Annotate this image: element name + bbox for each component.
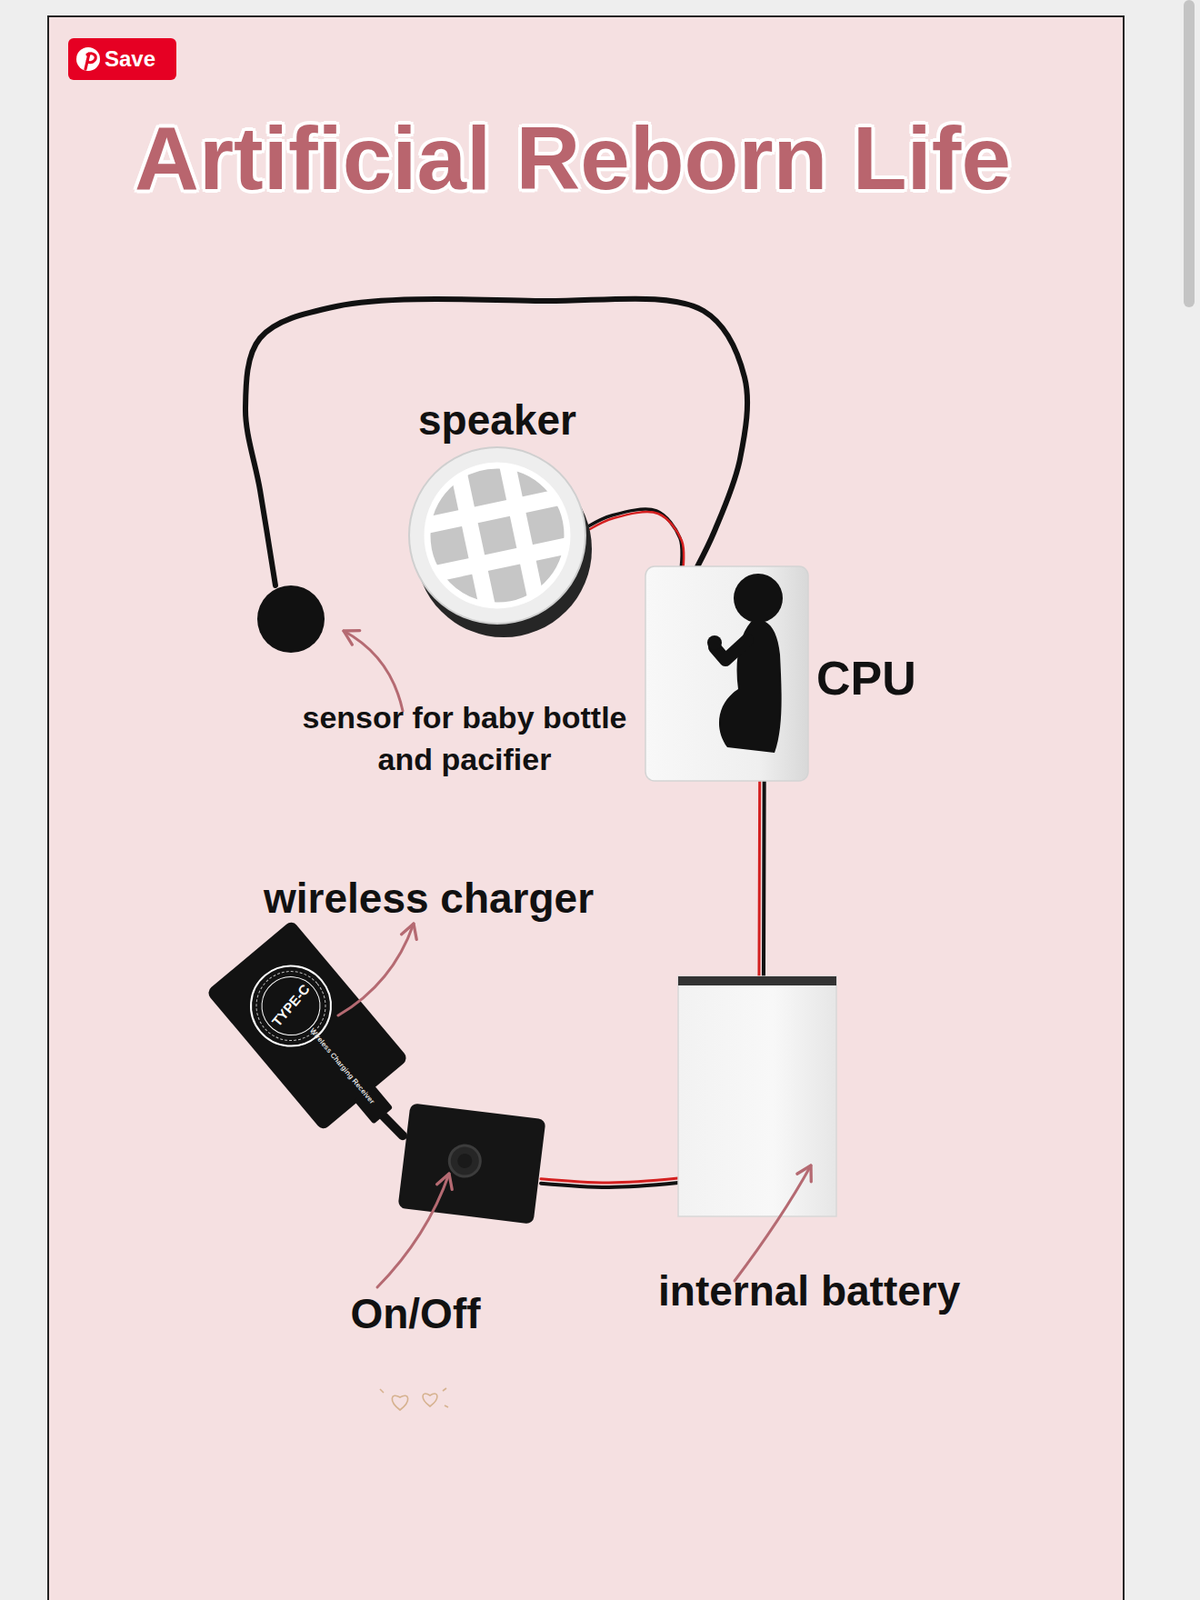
sensor-drawing	[257, 585, 325, 653]
switch-drawing	[397, 1102, 546, 1224]
wire	[761, 780, 767, 977]
part-label: On/Off	[324, 1289, 507, 1339]
save-button: Save	[68, 38, 177, 80]
part-label: CPU	[816, 650, 953, 706]
heart	[422, 1393, 438, 1407]
button-label: Save	[104, 38, 169, 80]
grill-ring	[427, 465, 568, 606]
wire	[588, 509, 682, 567]
leader-arrow	[377, 1173, 450, 1288]
baby-head	[733, 573, 783, 623]
wire	[383, 1116, 403, 1136]
logo-disc	[76, 47, 100, 71]
battery-part: internal battery	[678, 976, 837, 1217]
red-wire	[757, 780, 761, 977]
speaker-part: speaker	[406, 444, 589, 627]
charger-part: wireless chargerTYPE-CWireless Charging …	[217, 933, 399, 1117]
heart-decoration	[380, 1388, 449, 1410]
pinterest-logo	[76, 47, 100, 71]
cpu-case	[645, 566, 809, 781]
switch-case	[397, 1102, 546, 1224]
wire-connector	[540, 1178, 679, 1188]
heart	[391, 1395, 408, 1410]
wire-connector	[759, 780, 765, 977]
speaker-opening	[427, 465, 568, 606]
switch-button-center	[456, 1152, 473, 1170]
red-wire	[540, 1178, 679, 1183]
battery-top	[678, 976, 837, 986]
battery-case	[678, 976, 837, 1217]
logo-mark	[85, 53, 96, 70]
switch-part: On/Off	[402, 1107, 541, 1221]
battery-drawing	[678, 976, 837, 1217]
part-label: internal battery	[658, 1266, 1022, 1316]
page-panel	[47, 15, 1125, 1600]
sensor-part: sensor for baby bottle and pacifier	[257, 585, 325, 653]
red-wire	[590, 511, 684, 570]
wire-connector	[383, 1116, 403, 1136]
leader-arrow	[338, 923, 414, 1016]
scrollbar-thumb	[1183, 0, 1195, 308]
part-label: speaker	[360, 395, 634, 445]
speaker-face	[409, 447, 586, 624]
baby-hand	[707, 635, 722, 650]
leader-arrow	[343, 630, 403, 711]
leader-arrow	[734, 1165, 811, 1281]
product-marking: Wireless Charging Receiver	[302, 1020, 381, 1112]
cpu-part: CPU	[645, 566, 809, 781]
charger-drawing	[205, 920, 427, 1153]
part-label: wireless charger	[263, 873, 646, 923]
sparkle	[380, 1388, 449, 1408]
cpu-drawing	[645, 566, 809, 781]
wire-connector	[588, 509, 684, 570]
charger-card	[205, 920, 410, 1132]
switch-button	[447, 1143, 482, 1179]
diagram-title: Artificial Reborn Life	[54, 107, 1091, 210]
speaker-drawing	[389, 427, 605, 643]
part-label: sensor for baby bottle and pacifier	[282, 696, 647, 780]
